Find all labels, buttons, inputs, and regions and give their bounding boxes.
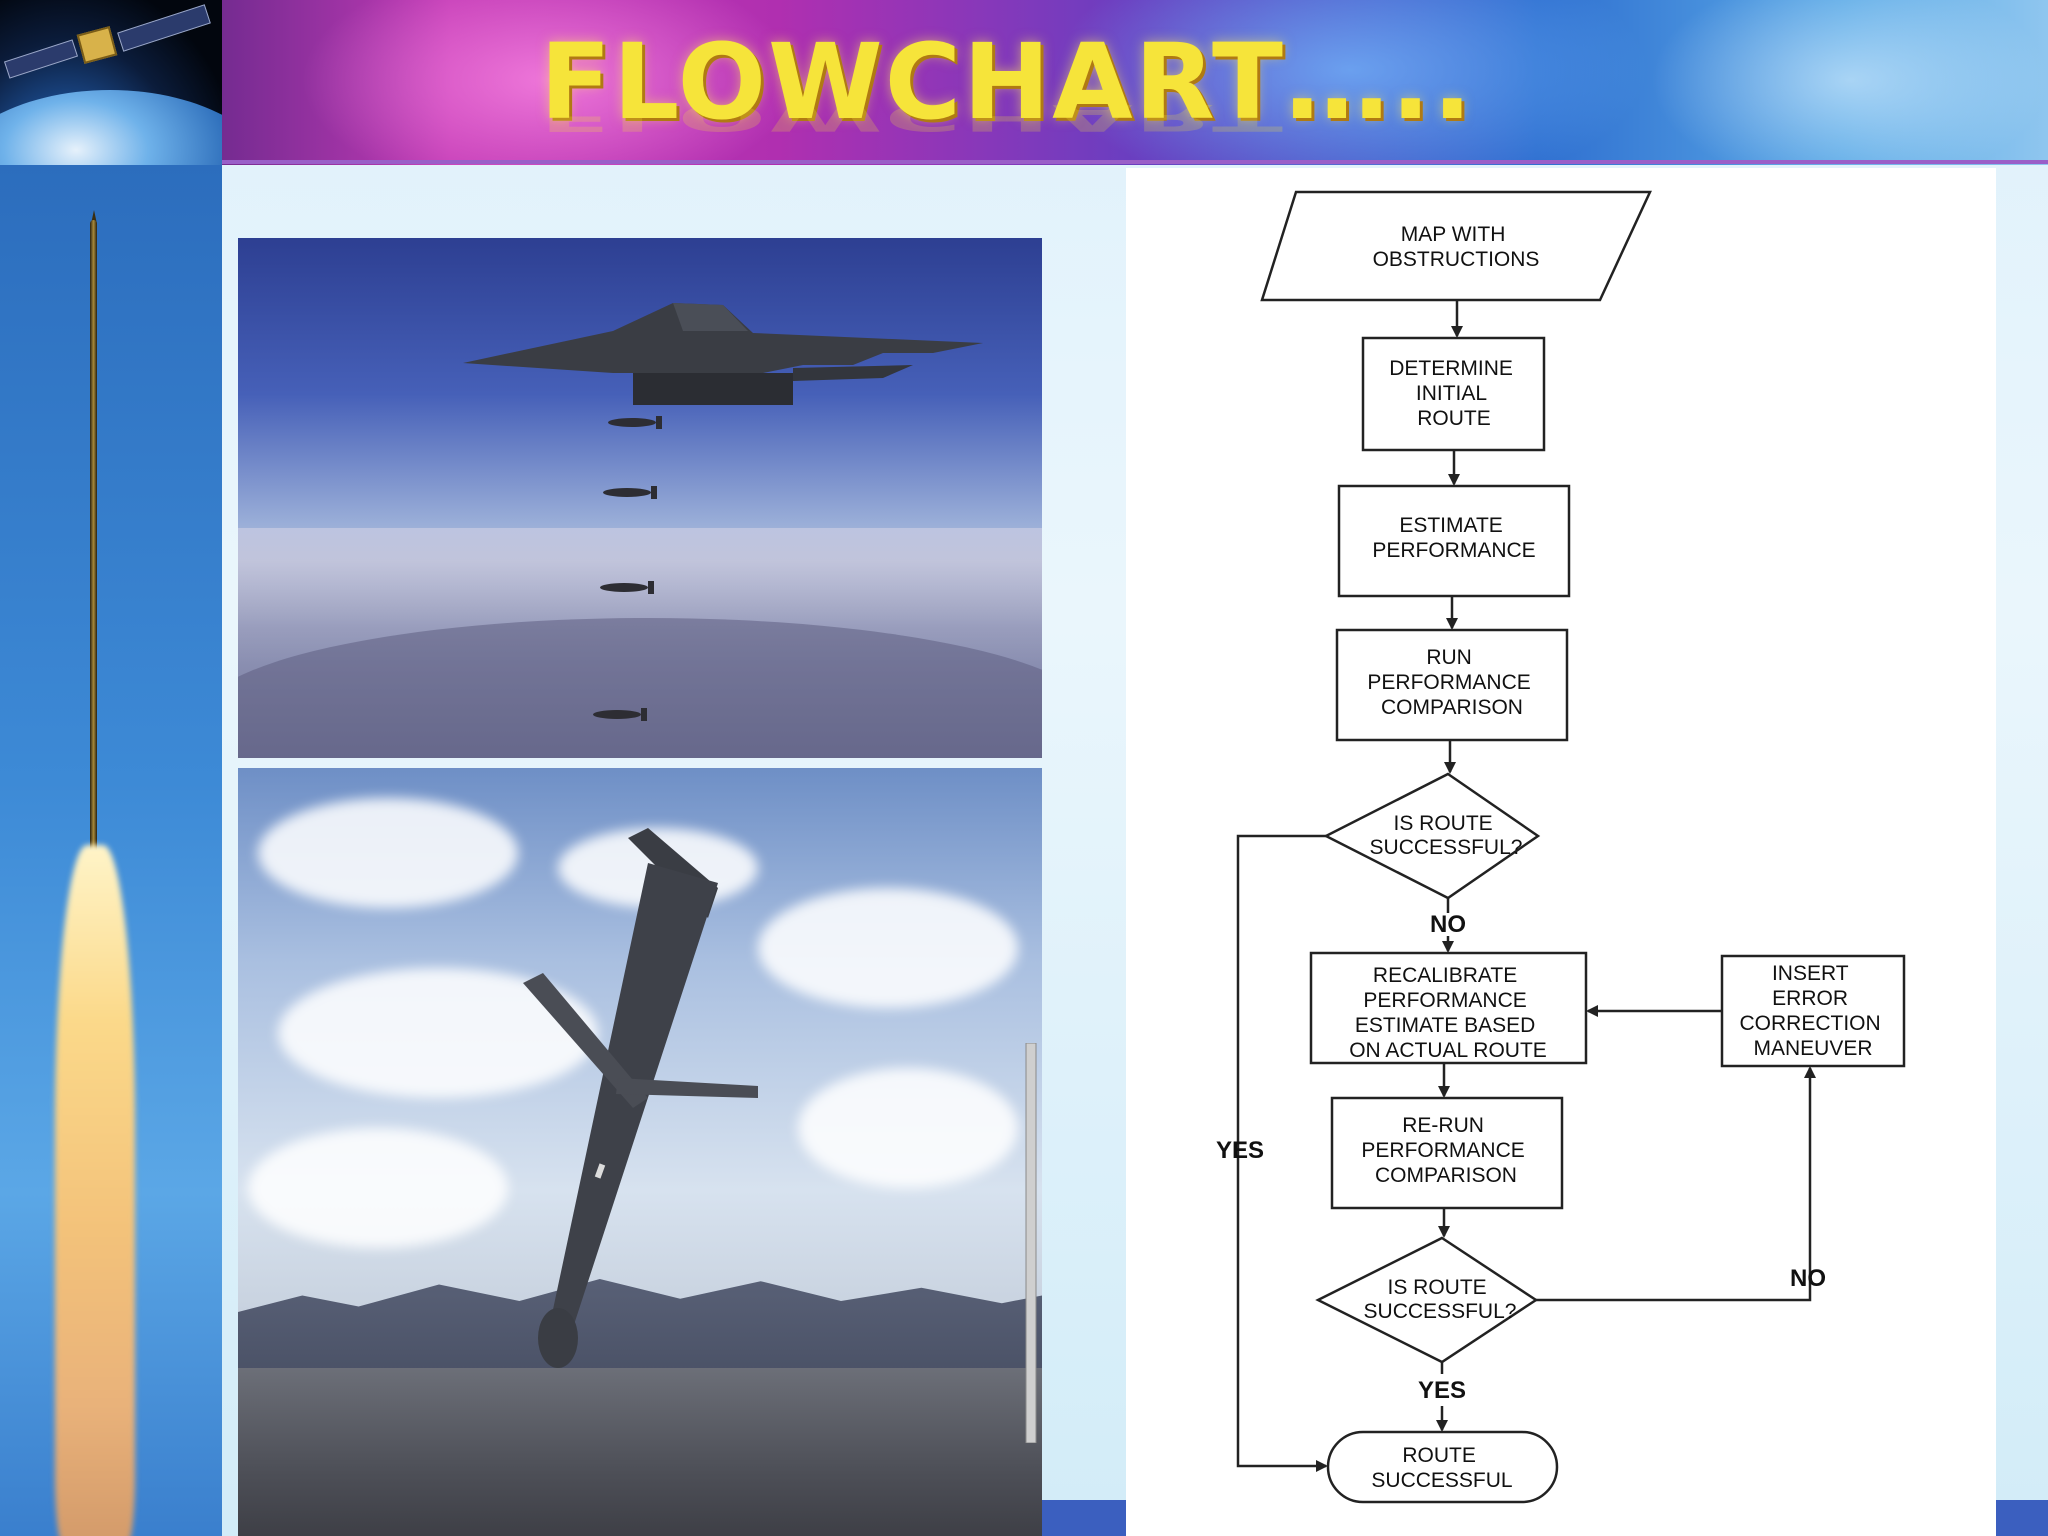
aurora-glow [1650,0,2048,165]
node-text-line: DETERMINE [1389,357,1513,380]
node-text-line: IS ROUTE [1387,1276,1486,1299]
node-text-line: PERFORMANCE [1361,1139,1524,1162]
node-text-line: MAP WITH [1401,223,1506,246]
node-decision1-text: IS ROUTE SUCCESSFUL? [1370,812,1523,859]
ground [238,1368,1042,1536]
node-text-line: COMPARISON [1381,696,1523,719]
falling-bomb [593,708,647,721]
node-compare-text: RUN PERFORMANCE COMPARISON [1367,646,1536,719]
aurora-glow [1050,0,1650,165]
edge-label-d2-yes: YES [1418,1377,1466,1404]
edge-label-d1-yes: YES [1216,1137,1264,1164]
edge-label-d2-no: NO [1790,1265,1826,1292]
node-text-line: RE-RUN [1402,1114,1484,1137]
node-text-line: OBSTRUCTIONS [1373,248,1540,271]
node-text-line: INSERT [1772,962,1849,985]
node-text-line: PERFORMANCE [1363,989,1526,1012]
cruise-missile [523,828,758,1368]
earth-graphic [0,90,222,170]
cloud [798,1068,1018,1188]
falling-bomb [600,581,654,594]
flowchart-panel: MAP WITH OBSTRUCTIONS DETERMINE INITIAL … [1126,168,1996,1536]
node-estimate-text: ESTIMATE PERFORMANCE [1372,514,1535,562]
node-text-line: ESTIMATE [1399,514,1502,537]
header-banner [0,0,2048,165]
footer-band [1042,1500,1126,1536]
falling-bomb [608,416,662,429]
node-rerun-text: RE-RUN PERFORMANCE COMPARISON [1361,1114,1530,1187]
node-text-line: COMPARISON [1375,1164,1517,1187]
edge-decision1-yes [1236,834,1328,1472]
node-decision2-text: IS ROUTE SUCCESSFUL? [1364,1276,1517,1323]
node-text-line: SUCCESSFUL? [1364,1300,1517,1323]
test-pole [1025,1043,1037,1443]
node-text-line: ON ACTUAL ROUTE [1349,1039,1547,1062]
node-text-line: ROUTE [1402,1444,1476,1467]
slide-title-reflection: FLOWCHART….. [540,96,1474,140]
cloud [248,1128,508,1248]
solar-panel [3,39,79,79]
node-text-line: PERFORMANCE [1372,539,1535,562]
node-text-line: PERFORMANCE [1367,671,1530,694]
node-text-line: INITIAL [1416,382,1487,405]
node-text-line: RUN [1426,646,1472,669]
node-recalibrate-text: RECALIBRATE PERFORMANCE ESTIMATE BASED O… [1349,964,1547,1062]
cruise-missile-photo [238,768,1042,1536]
flowchart-diagram: MAP WITH OBSTRUCTIONS DETERMINE INITIAL … [1216,190,1906,1504]
cloud [758,888,1018,1008]
exhaust-plume [55,845,135,1536]
header-divider [222,160,2048,164]
missile-launch-image [0,165,222,1536]
node-text-line: ROUTE [1417,407,1491,430]
edge-label-d1-no: NO [1430,911,1466,938]
node-text-line: RECALIBRATE [1373,964,1517,987]
node-map-with-obstructions [1260,190,1652,302]
rocket-body [90,220,97,850]
cloud [258,798,518,908]
node-determine-initial-route [1361,336,1546,452]
mountain-ridge [238,618,1042,758]
node-rerun-performance-comparison [1330,1096,1564,1210]
node-text-line: ERROR [1772,987,1848,1010]
bomber-photo [238,238,1042,758]
node-text-line: CORRECTION [1739,1012,1880,1035]
satellite-body [76,26,118,64]
stealth-bomber [463,303,983,405]
node-map-text: MAP WITH OBSTRUCTIONS [1373,223,1540,271]
node-text-line: IS ROUTE [1393,812,1492,835]
node-success-text: ROUTE SUCCESSFUL [1371,1444,1512,1492]
node-text-line: MANEUVER [1753,1037,1872,1060]
node-insert-error-correction [1720,954,1906,1068]
solar-panel [117,4,211,52]
node-text-line: ESTIMATE BASED [1355,1014,1535,1037]
node-text-line: SUCCESSFUL? [1370,836,1523,859]
node-insert-text: INSERT ERROR CORRECTION MANEUVER [1739,962,1886,1060]
node-text-line: SUCCESSFUL [1371,1469,1512,1492]
node-estimate-performance [1337,484,1571,598]
footer-band [1996,1500,2048,1536]
falling-bomb [603,486,657,499]
node-initial-text: DETERMINE INITIAL ROUTE [1389,357,1519,430]
edge-decision2-no [1536,1066,1816,1302]
node-run-performance-comparison [1335,628,1569,742]
node-route-successful [1326,1430,1559,1504]
node-recalibrate [1309,951,1588,1065]
slide-title: FLOWCHART….. [540,21,1474,143]
satellite-image [0,0,222,170]
rocket-nose [91,210,97,224]
aurora-glow [300,0,800,165]
